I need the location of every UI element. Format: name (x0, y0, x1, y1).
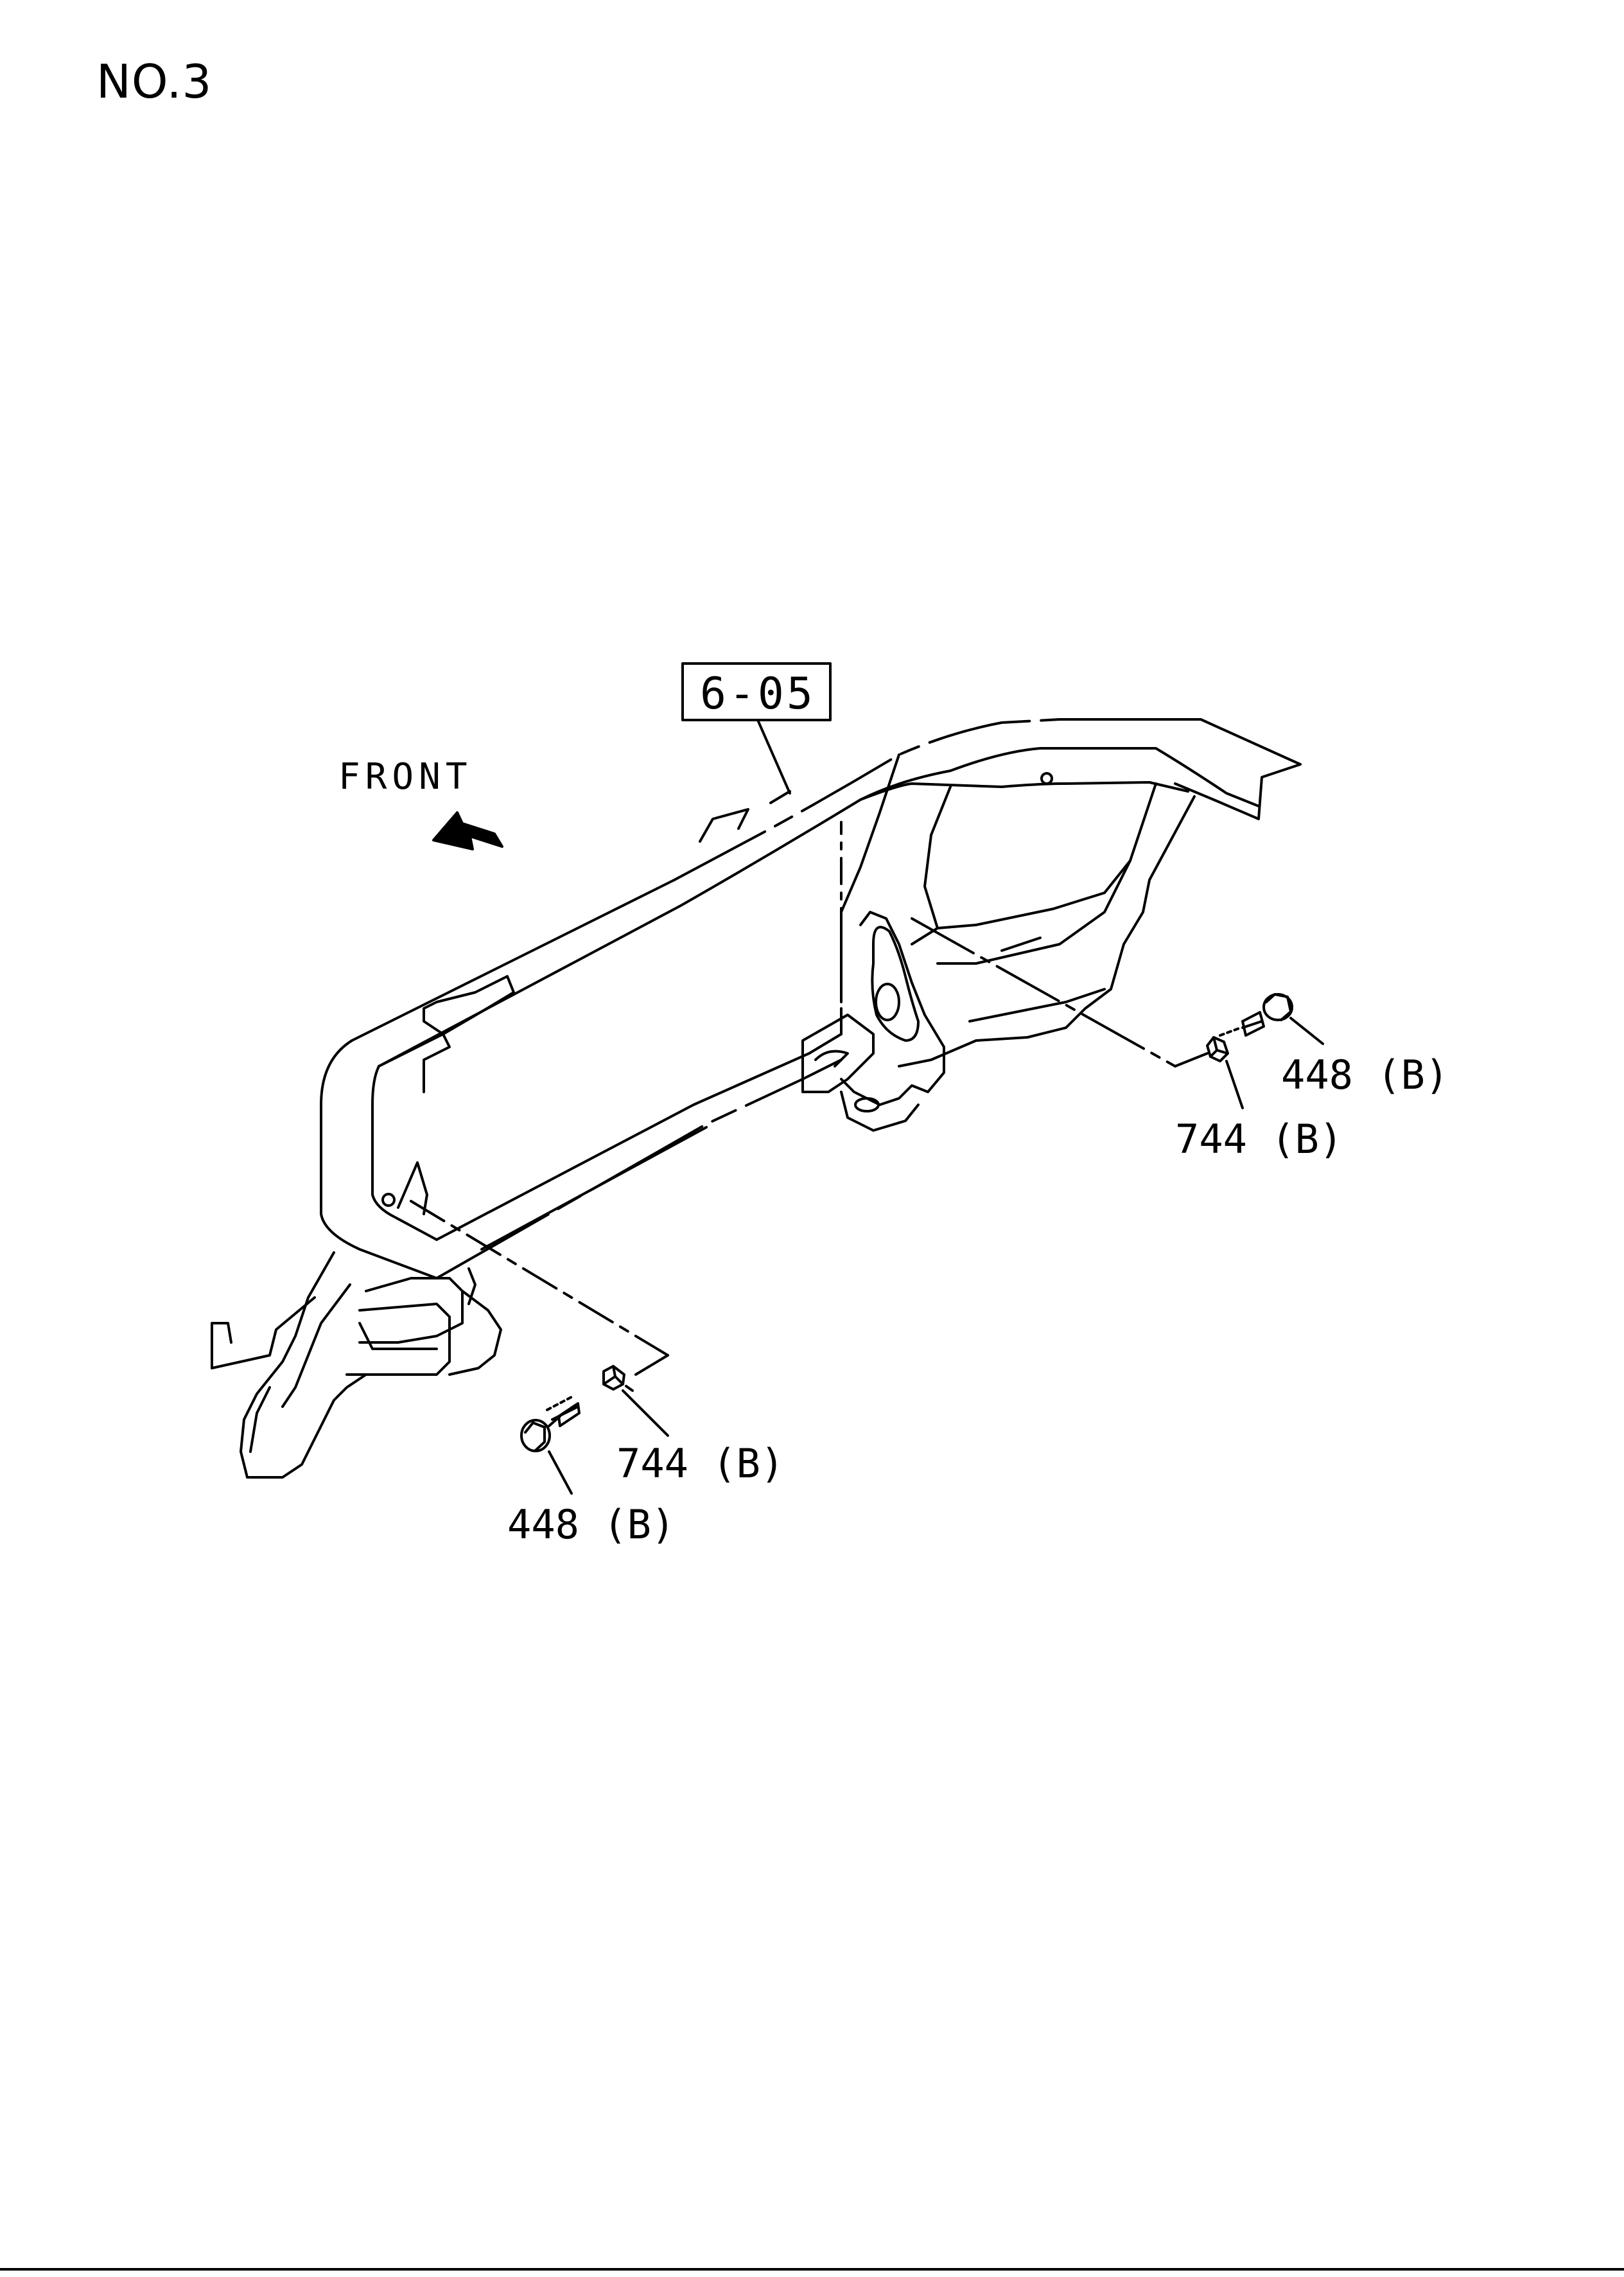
left-bolt-icon[interactable] (520, 1402, 581, 1452)
right-clip-label: 744 (B) (1175, 1116, 1343, 1163)
right-bolt-label: 448 (B) (1281, 1051, 1449, 1098)
front-label: FRONT (338, 756, 473, 798)
page-title: NO.3 (96, 55, 213, 109)
ref-box-label: 6-05 (700, 669, 816, 719)
left-clip-label: 744 (B) (616, 1440, 784, 1487)
frame-outline (211, 718, 1302, 1479)
bottom-rule (0, 2268, 1624, 2271)
front-arrow-icon (432, 811, 503, 850)
left-fastener-assembly (410, 1200, 669, 1495)
right-bolt-icon[interactable] (1241, 993, 1293, 1037)
ref-box[interactable] (681, 662, 832, 721)
ref-leader-line (756, 719, 791, 795)
left-bolt-label: 448 (B) (507, 1501, 675, 1548)
left-clip-icon[interactable] (602, 1365, 625, 1391)
right-clip-icon[interactable] (1206, 1036, 1229, 1062)
right-fastener-assembly (911, 917, 1324, 1109)
